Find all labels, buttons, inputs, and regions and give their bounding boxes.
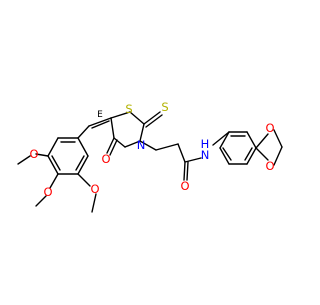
atom-o-dioxole-top: O xyxy=(265,121,274,135)
atom-n-ring: N xyxy=(137,138,146,152)
stereo-label: E xyxy=(97,110,103,120)
atom-o-methoxy-2: O xyxy=(43,185,52,199)
bond-lines xyxy=(17,111,283,213)
atom-o-methoxy-3: O xyxy=(90,182,99,196)
atom-o-dioxole-bottom: O xyxy=(265,159,274,173)
atom-s-ring: S xyxy=(125,102,132,116)
atom-s-thione: S xyxy=(161,100,168,114)
atom-o-methoxy-1: O xyxy=(29,147,38,161)
atom-h-amide: H xyxy=(201,137,210,151)
atom-o-amide: O xyxy=(180,179,189,193)
molecule-structure-diagram: S S N O O N H O O O O O E xyxy=(17,100,283,213)
atom-labels: S S N O O N H O O O O O E xyxy=(29,100,274,199)
atom-n-amide: N xyxy=(201,148,210,162)
atom-o-ring-carbonyl: O xyxy=(101,152,110,166)
